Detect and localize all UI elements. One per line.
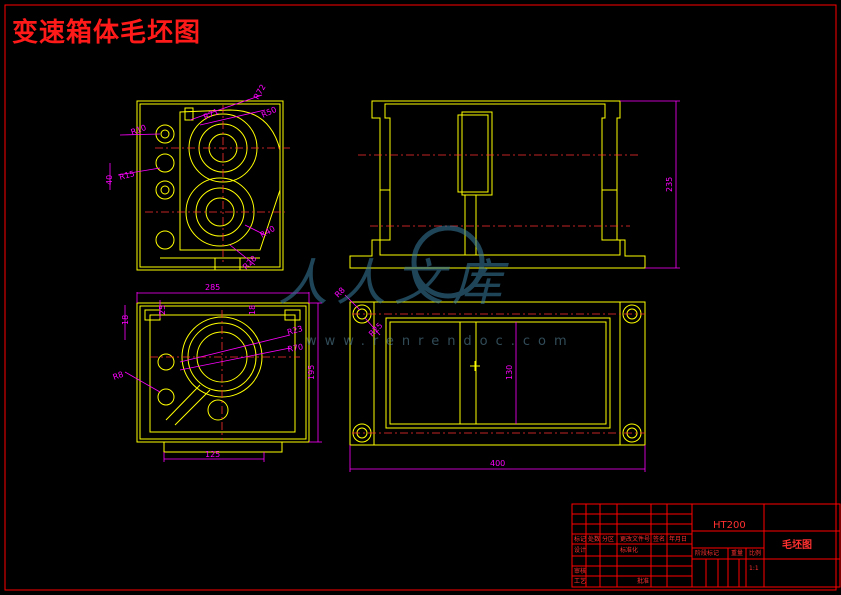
- top-view-dim-text: R8 R25 130 400: [333, 286, 514, 468]
- title-block-text: 标记 处数 分区 更改文件号 签名 年月日 设计 标准化 审核 工艺 批准 阶段…: [574, 535, 761, 585]
- tb-header-1: 处数: [588, 535, 600, 543]
- tb-header-0: 标记: [574, 535, 586, 543]
- left-view-dims: [124, 292, 322, 462]
- left-view-dim-text: 285 18 25 18 R23 R70 R8 195 125: [112, 283, 316, 459]
- tb-weight: 重量: [731, 549, 743, 557]
- tb-drawing-name: 毛坯图: [782, 538, 812, 551]
- title-block: [571, 503, 841, 588]
- dim-125: 125: [205, 450, 220, 459]
- tb-standard: 标准化: [620, 546, 638, 554]
- dim-r72: R72: [252, 83, 268, 101]
- tb-header-4: 签名: [653, 535, 665, 543]
- tb-scale-value: 1:1: [749, 565, 759, 572]
- dim-r8: R8: [112, 370, 125, 382]
- dim-r71: R71: [202, 107, 220, 122]
- dim-r28: R28: [241, 254, 259, 272]
- dim-195: 195: [307, 365, 316, 380]
- tb-stage: 阶段标记: [695, 549, 719, 557]
- top-view: [349, 301, 646, 446]
- dim-235: 235: [665, 177, 674, 192]
- side-view: [136, 100, 284, 271]
- tb-header-5: 年月日: [669, 535, 687, 543]
- top-view-centerlines: [352, 313, 645, 434]
- dim-r70: R70: [287, 342, 304, 354]
- left-view: [136, 302, 310, 453]
- front-view-dims: [620, 100, 680, 269]
- tb-approve: 批准: [637, 577, 649, 585]
- tb-header-3: 更改文件号: [620, 535, 650, 543]
- dim-400: 400: [490, 459, 505, 468]
- top-view-dims: [344, 294, 646, 472]
- tb-scale: 比例: [749, 549, 761, 557]
- front-view: [349, 100, 646, 269]
- watermark-text: 人人文库: [278, 254, 510, 312]
- left-view-centerlines: [150, 310, 300, 440]
- dim-r23: R23: [286, 324, 304, 337]
- watermark-url: www.renrendoc.com: [306, 334, 575, 349]
- tb-process: 工艺: [574, 577, 586, 585]
- drawing-border: [4, 4, 837, 591]
- drawing-title: 变速箱体毛坯图: [12, 18, 202, 48]
- watermark-logo-circle: [411, 225, 485, 299]
- dim-18b: 18: [248, 305, 257, 315]
- side-view-dims: [109, 94, 266, 266]
- watermark: 人人文库 www.renrendoc.com: [278, 225, 575, 349]
- tb-material: HT200: [713, 520, 746, 531]
- side-view-centerlines: [145, 105, 290, 265]
- tb-header-2: 分区: [602, 535, 614, 543]
- dim-130: 130: [505, 365, 514, 380]
- dim-285: 285: [205, 283, 220, 292]
- dim-18a: 18: [121, 315, 130, 325]
- front-view-centerlines: [358, 154, 640, 227]
- tb-design: 设计: [574, 546, 586, 554]
- dim-r50: R50: [260, 105, 278, 120]
- dim-40: 40: [105, 175, 114, 185]
- dim-r40: R40: [259, 224, 277, 240]
- dim-r15: R15: [118, 169, 136, 182]
- tb-review: 审核: [574, 567, 586, 575]
- dim-25: 25: [158, 305, 167, 315]
